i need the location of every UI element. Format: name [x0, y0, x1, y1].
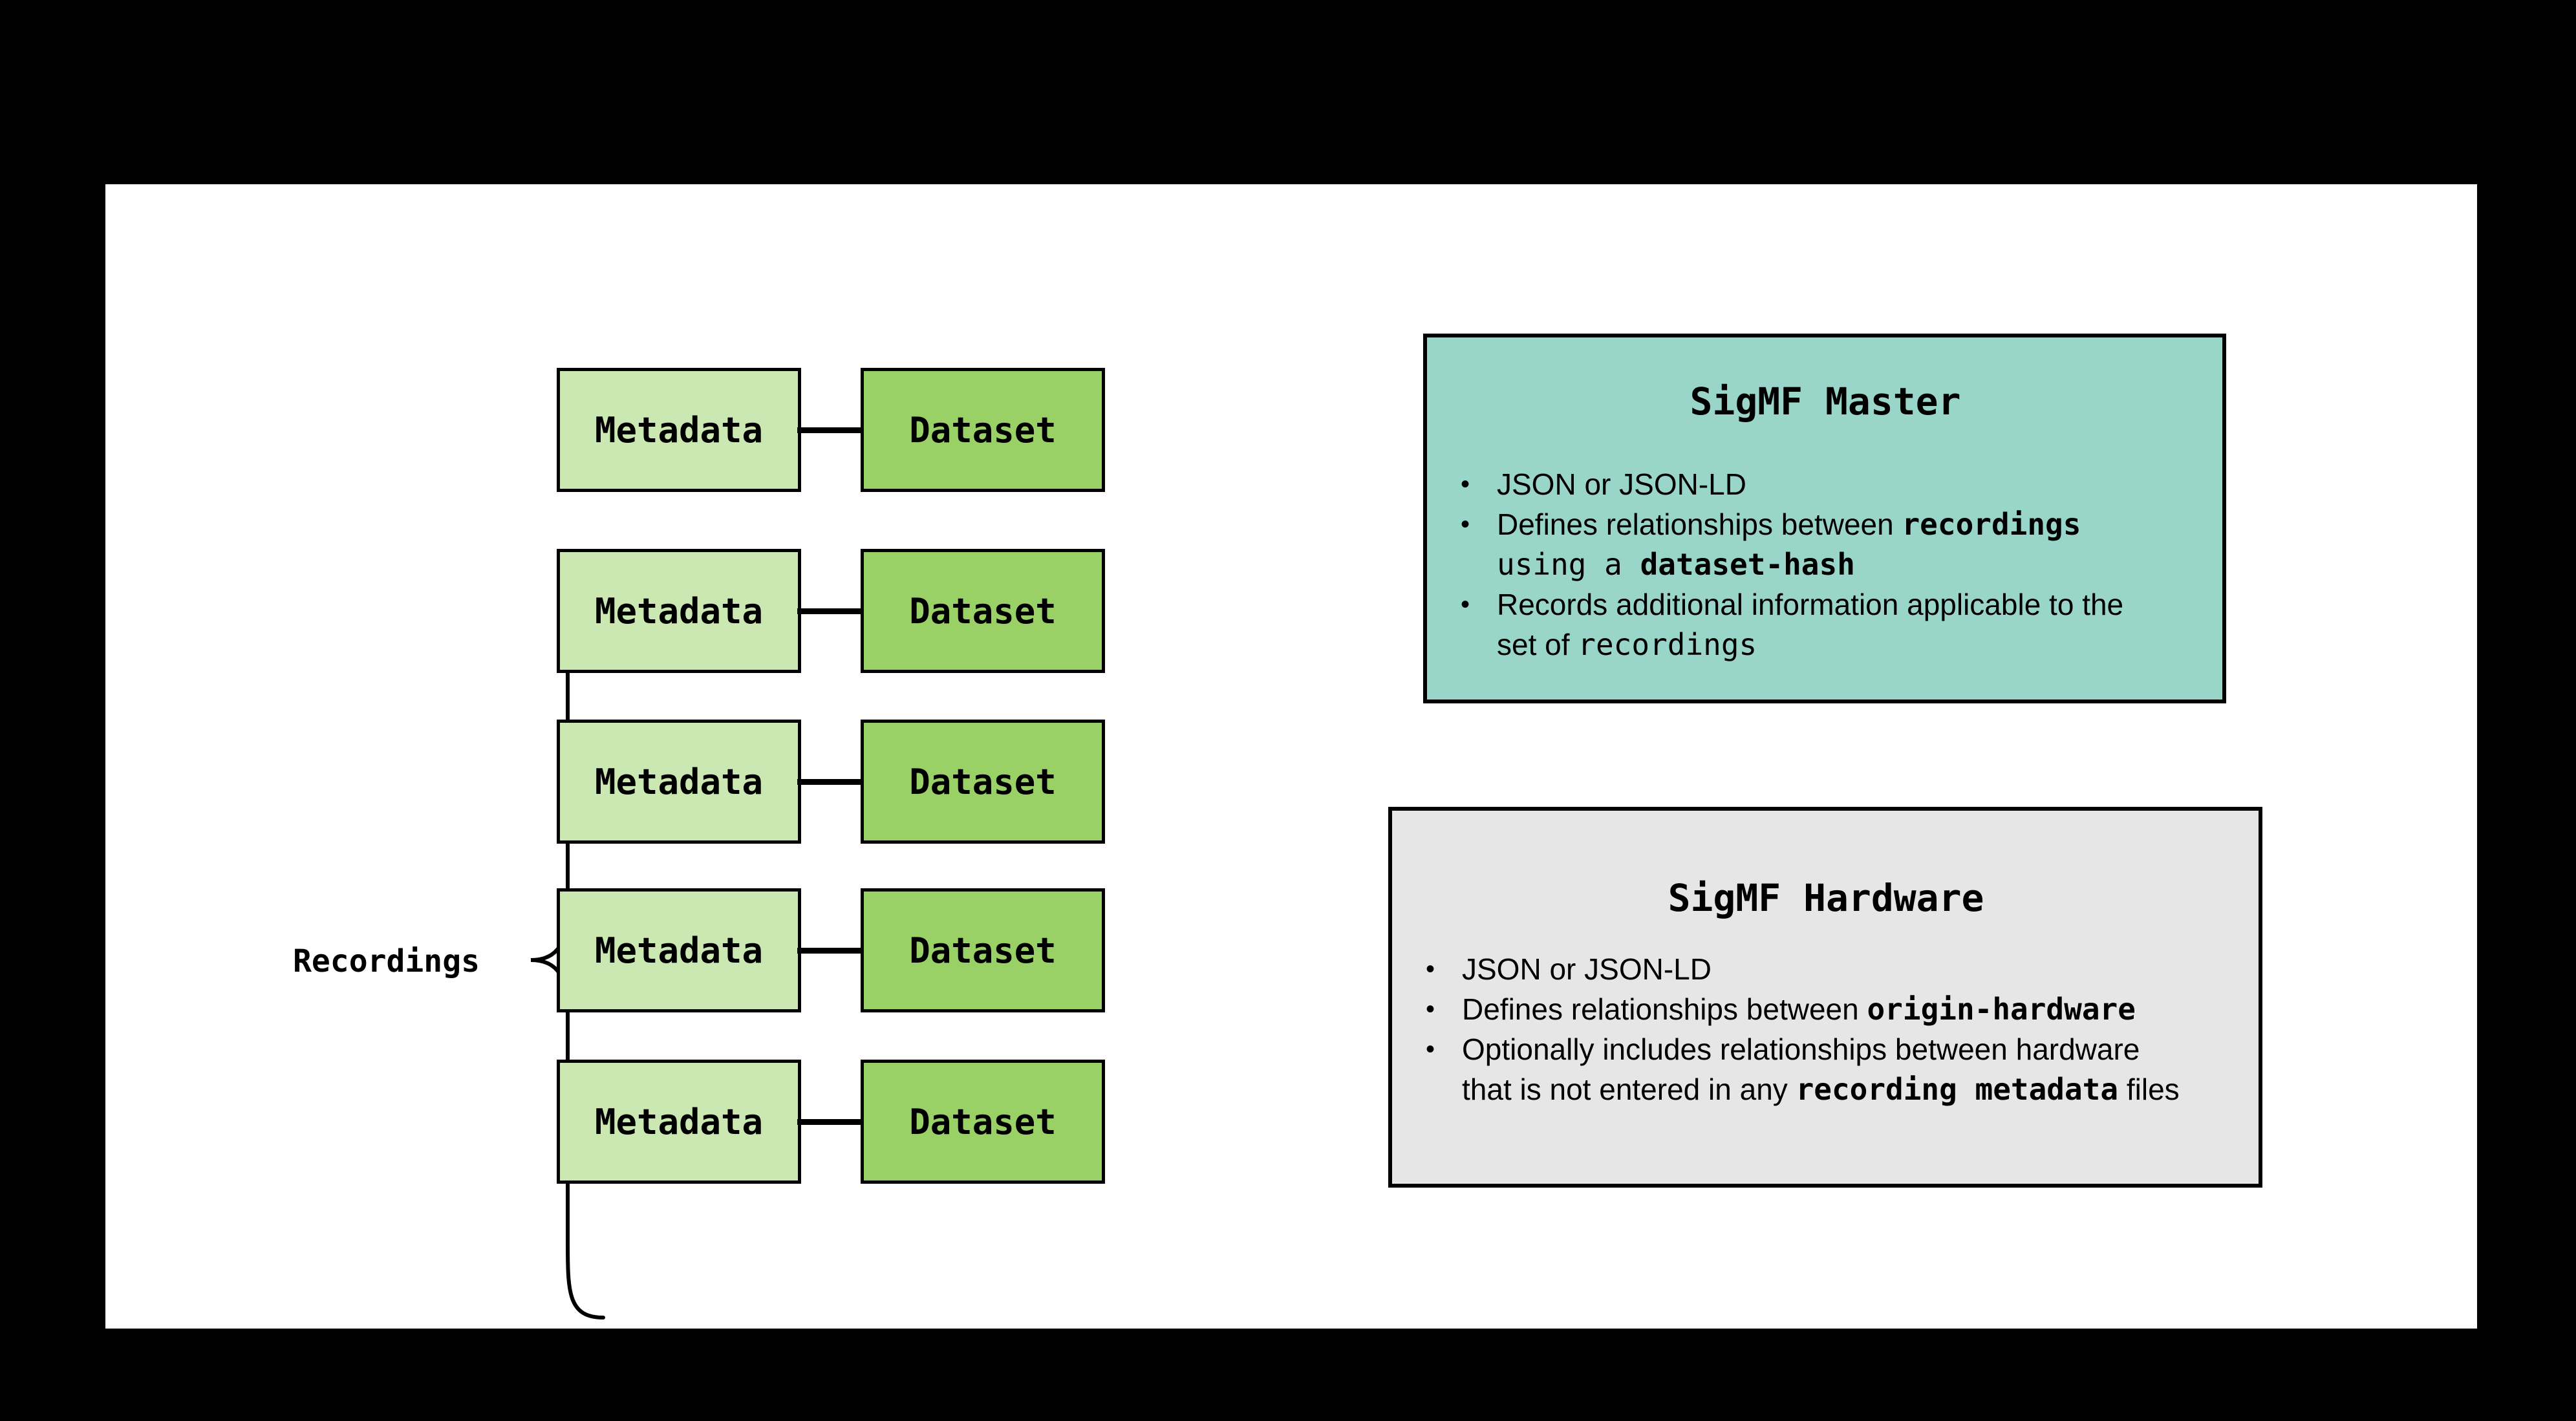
metadata-box: Metadata: [557, 1060, 801, 1184]
metadata-box: Metadata: [557, 549, 801, 673]
metadata-label: Metadata: [594, 590, 764, 632]
recordings-label: Recordings: [293, 943, 480, 979]
bullet-marker-icon: •: [1426, 995, 1435, 1023]
bullet-item: • Defines relationships between origin-ha…: [1426, 989, 2229, 1029]
sigmf-hardware-bullets: • JSON or JSON-LD • Defines relationships b…: [1423, 949, 2229, 1109]
bullet-line: Defines relationships between origin-har…: [1462, 992, 2136, 1027]
bullet-marker-icon: •: [1461, 590, 1470, 619]
metadata-box: Metadata: [557, 720, 801, 844]
bullet-line: that is not entered in any recording met…: [1462, 1072, 2180, 1107]
bullet-line: using a dataset-hash: [1497, 547, 1855, 582]
dataset-box: Dataset: [861, 1060, 1105, 1184]
dataset-box: Dataset: [861, 549, 1105, 673]
metadata-label: Metadata: [594, 409, 764, 451]
bullet-line: set of recordings: [1497, 627, 1757, 662]
dataset-box: Dataset: [861, 888, 1105, 1012]
bullet-item: • JSON or JSON-LD: [1461, 464, 2193, 504]
recording-row: Metadata Dataset: [557, 549, 1105, 673]
dataset-label: Dataset: [909, 590, 1057, 632]
bullet-line: Defines relationships between recordings: [1497, 507, 2081, 542]
recording-row: Metadata Dataset: [557, 1060, 1105, 1184]
metadata-dataset-connector: [797, 948, 864, 954]
bullet-line: JSON or JSON-LD: [1462, 952, 1712, 986]
bullet-marker-icon: •: [1426, 1035, 1435, 1063]
bullet-item: • Optionally includes relationships betwe…: [1426, 1029, 2229, 1109]
bullet-line: Records additional information applicabl…: [1497, 588, 2124, 621]
sigmf-master-panel: SigMF Master • JSON or JSON-LD • Defines re…: [1423, 334, 2226, 703]
recording-row: Metadata Dataset: [557, 368, 1105, 492]
bullet-line: JSON or JSON-LD: [1497, 467, 1746, 501]
bullet-item: • Records additional information applicab…: [1461, 584, 2193, 665]
metadata-dataset-connector: [797, 1119, 864, 1125]
metadata-dataset-connector: [797, 427, 864, 433]
sigmf-master-bullets: • JSON or JSON-LD • Defines relationships b…: [1458, 464, 2193, 665]
dataset-label: Dataset: [909, 930, 1057, 971]
bullet-line: Optionally includes relationships betwee…: [1462, 1032, 2140, 1066]
dataset-label: Dataset: [909, 761, 1057, 802]
metadata-box: Metadata: [557, 888, 801, 1012]
bullet-marker-icon: •: [1461, 510, 1470, 539]
metadata-label: Metadata: [594, 1101, 764, 1142]
bullet-marker-icon: •: [1426, 955, 1435, 983]
sigmf-hardware-panel: SigMF Hardware • JSON or JSON-LD • Defines …: [1388, 807, 2262, 1188]
metadata-dataset-connector: [797, 608, 864, 614]
metadata-box: Metadata: [557, 368, 801, 492]
metadata-label: Metadata: [594, 761, 764, 802]
dataset-box: Dataset: [861, 720, 1105, 844]
dataset-label: Dataset: [909, 409, 1057, 451]
metadata-dataset-connector: [797, 779, 864, 785]
dataset-box: Dataset: [861, 368, 1105, 492]
recording-row: Metadata Dataset: [557, 720, 1105, 844]
metadata-label: Metadata: [594, 930, 764, 971]
sigmf-master-title: SigMF Master: [1690, 379, 1961, 423]
dataset-label: Dataset: [909, 1101, 1057, 1142]
sigmf-hardware-title: SigMF Hardware: [1668, 876, 1984, 920]
bullet-item: • JSON or JSON-LD: [1426, 949, 2229, 989]
recording-row: Metadata Dataset: [557, 888, 1105, 1012]
bullet-item: • Defines relationships between recording…: [1461, 504, 2193, 584]
bullet-marker-icon: •: [1461, 470, 1470, 498]
